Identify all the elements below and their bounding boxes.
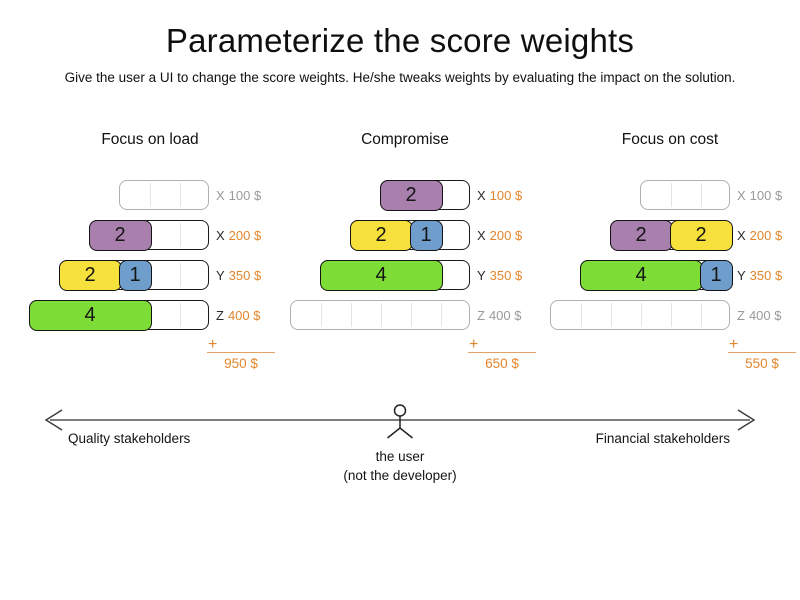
resource-letter: X xyxy=(477,228,486,243)
weight-row-box xyxy=(640,180,730,210)
process-block-green: 4 xyxy=(28,299,152,331)
resource-price: 100 $ xyxy=(228,188,262,203)
weight-row-box xyxy=(550,300,730,330)
resource-price: 200 $ xyxy=(489,228,523,243)
scenario-total: 550 $ xyxy=(745,356,779,371)
cell-divider xyxy=(179,183,181,207)
resource-price: 100 $ xyxy=(489,188,523,203)
resource-letter: Z xyxy=(737,308,745,323)
resource-letter: X xyxy=(737,228,746,243)
quality-stakeholders-label: Quality stakeholders xyxy=(68,431,191,446)
cell-divider xyxy=(179,263,181,287)
resource-price: 350 $ xyxy=(228,268,262,283)
weight-row-box xyxy=(119,180,209,210)
sum-plus-sign: + xyxy=(469,336,479,353)
cell-divider xyxy=(610,303,612,327)
resource-letter: X xyxy=(216,228,225,243)
page-subtitle: Give the user a UI to change the score w… xyxy=(64,70,736,85)
cell-divider xyxy=(640,303,642,327)
process-block-yellow: 2 xyxy=(58,259,122,291)
user-stick-figure-icon xyxy=(387,404,413,439)
cell-divider xyxy=(670,303,672,327)
scenario-title: Focus on load xyxy=(101,131,199,148)
arrowhead-right-icon xyxy=(737,409,756,431)
sum-plus-sign: + xyxy=(729,336,739,353)
scenario-total: 950 $ xyxy=(224,356,258,371)
resource-letter: Y xyxy=(737,268,746,283)
page-title: Parameterize the score weights xyxy=(165,22,635,59)
process-block-purple: 2 xyxy=(88,219,152,251)
cell-divider xyxy=(700,183,702,207)
scenario-title: Focus on cost xyxy=(621,131,719,148)
resource-letter: Y xyxy=(477,268,486,283)
cell-divider xyxy=(149,183,151,207)
resource-price: 100 $ xyxy=(749,188,783,203)
process-block-yellow: 2 xyxy=(669,219,733,251)
process-block-blue: 1 xyxy=(699,259,733,291)
process-block-blue: 1 xyxy=(118,259,152,291)
cell-divider xyxy=(580,303,582,327)
financial-stakeholders-label: Financial stakeholders xyxy=(595,431,730,446)
cell-divider xyxy=(440,303,442,327)
user-label-line2: (not the developer) xyxy=(343,468,457,483)
sum-underline xyxy=(468,352,536,353)
arrowhead-left-icon xyxy=(44,409,63,431)
cell-divider xyxy=(179,223,181,247)
weight-row-box: 2 xyxy=(88,219,209,251)
resource-price: 350 $ xyxy=(489,268,523,283)
stakeholder-axis-arrow xyxy=(44,404,756,439)
resource-price: 200 $ xyxy=(228,228,262,243)
process-block-purple: 2 xyxy=(379,179,443,211)
weight-row-box: 4 xyxy=(28,299,209,331)
resource-letter: X xyxy=(477,188,486,203)
sum-underline xyxy=(728,352,796,353)
resource-letter: Z xyxy=(477,308,485,323)
user-label-line1: the user xyxy=(375,449,425,464)
cell-divider xyxy=(380,303,382,327)
sum-plus-sign: + xyxy=(208,336,218,353)
process-block-green: 4 xyxy=(319,259,443,291)
resource-letter: X xyxy=(737,188,746,203)
cell-divider xyxy=(670,183,672,207)
cell-divider xyxy=(350,303,352,327)
resource-letter: Z xyxy=(216,308,224,323)
process-block-blue: 1 xyxy=(409,219,443,251)
scenario-total: 650 $ xyxy=(485,356,519,371)
resource-price: 400 $ xyxy=(227,308,261,323)
process-block-yellow: 2 xyxy=(349,219,413,251)
resource-price: 350 $ xyxy=(749,268,783,283)
cell-divider xyxy=(700,303,702,327)
resource-price: 200 $ xyxy=(749,228,783,243)
weight-row-box: 4 xyxy=(319,259,470,291)
cell-divider xyxy=(410,303,412,327)
resource-price: 400 $ xyxy=(748,308,782,323)
resource-price: 400 $ xyxy=(488,308,522,323)
scenario-title: Compromise xyxy=(361,131,449,148)
resource-letter: Y xyxy=(216,268,225,283)
cell-divider xyxy=(179,303,181,327)
process-block-purple: 2 xyxy=(609,219,673,251)
sum-underline xyxy=(207,352,275,353)
weight-row-box xyxy=(290,300,470,330)
resource-letter: X xyxy=(216,188,225,203)
weight-row-box: 2 xyxy=(379,179,470,211)
process-block-green: 4 xyxy=(579,259,703,291)
cell-divider xyxy=(320,303,322,327)
